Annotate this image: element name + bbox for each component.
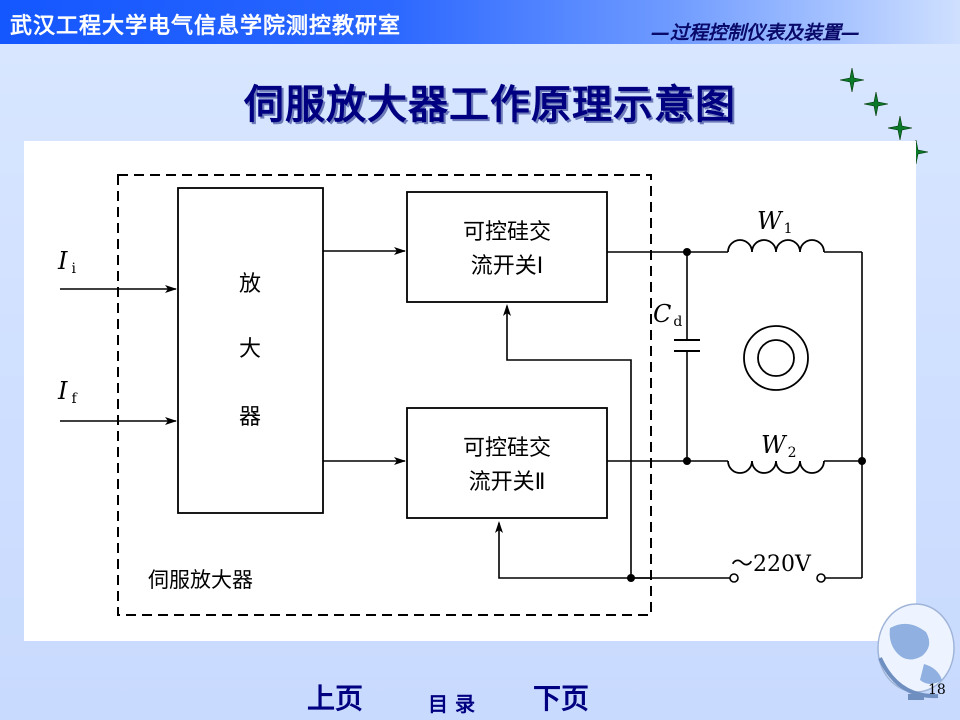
winding-w2-label-sub: 2 (788, 445, 797, 461)
motor-outer-ring (743, 325, 809, 391)
capacitor-label-main: C (653, 300, 671, 328)
winding-w2 (727, 460, 825, 474)
input-current-f-main: I (57, 377, 68, 405)
feedback-arrow-2 (495, 521, 503, 533)
switch-block-2 (406, 407, 608, 519)
winding-w1-label-sub: 1 (784, 221, 793, 237)
department-name: 武汉工程大学电气信息学院测控教研室 (10, 14, 402, 39)
input-current-f-sub: f (71, 391, 78, 407)
supply-terminal-left (729, 573, 739, 583)
amplifier-char-3: 器 (239, 405, 261, 430)
star-icon (839, 67, 865, 93)
input-current-i-sub: i (71, 261, 76, 277)
globe-icon (877, 603, 955, 700)
slide-title: 伺服放大器工作原理示意图 (244, 82, 736, 128)
input-current-i-main: I (57, 247, 68, 275)
amplifier-char-2: 大 (239, 337, 261, 362)
page-number: 18 (928, 682, 946, 698)
supply-terminal-right (816, 573, 826, 583)
switch2-line2: 流开关Ⅱ (469, 470, 546, 495)
winding-w1-label-main: W (757, 207, 784, 235)
winding-w1 (727, 239, 825, 253)
star-icon (863, 91, 889, 117)
switch2-line1: 可控硅交 (463, 436, 551, 461)
feedback-to-switch1 (506, 306, 632, 578)
header-band (0, 0, 960, 44)
switch1-line2: 流开关Ⅰ (471, 254, 544, 279)
amplifier-block (177, 187, 324, 514)
supply-voltage-label: ～220V (731, 552, 812, 577)
boundary-label: 伺服放大器 (148, 568, 253, 592)
course-title: —过程控制仪表及装置— (650, 22, 860, 44)
motor-inner-ring (757, 339, 795, 377)
switch1-line1: 可控硅交 (463, 220, 551, 245)
star-icon (887, 115, 913, 141)
servo-amplifier-boundary (117, 174, 652, 616)
table-of-contents-button[interactable]: 目 录 (428, 692, 475, 716)
switch-block-1 (406, 191, 608, 303)
next-page-button[interactable]: 下页 (533, 682, 590, 715)
winding-w2-label-main: W (761, 431, 788, 459)
junction-dot (683, 457, 691, 465)
amplifier-char-1: 放 (239, 272, 261, 297)
prev-page-button[interactable]: 上页 (307, 682, 364, 715)
feedback-to-switch2 (498, 523, 651, 579)
junction-dot (683, 248, 691, 256)
capacitor-label-sub: d (673, 314, 682, 330)
feedback-arrow-1 (503, 304, 511, 316)
